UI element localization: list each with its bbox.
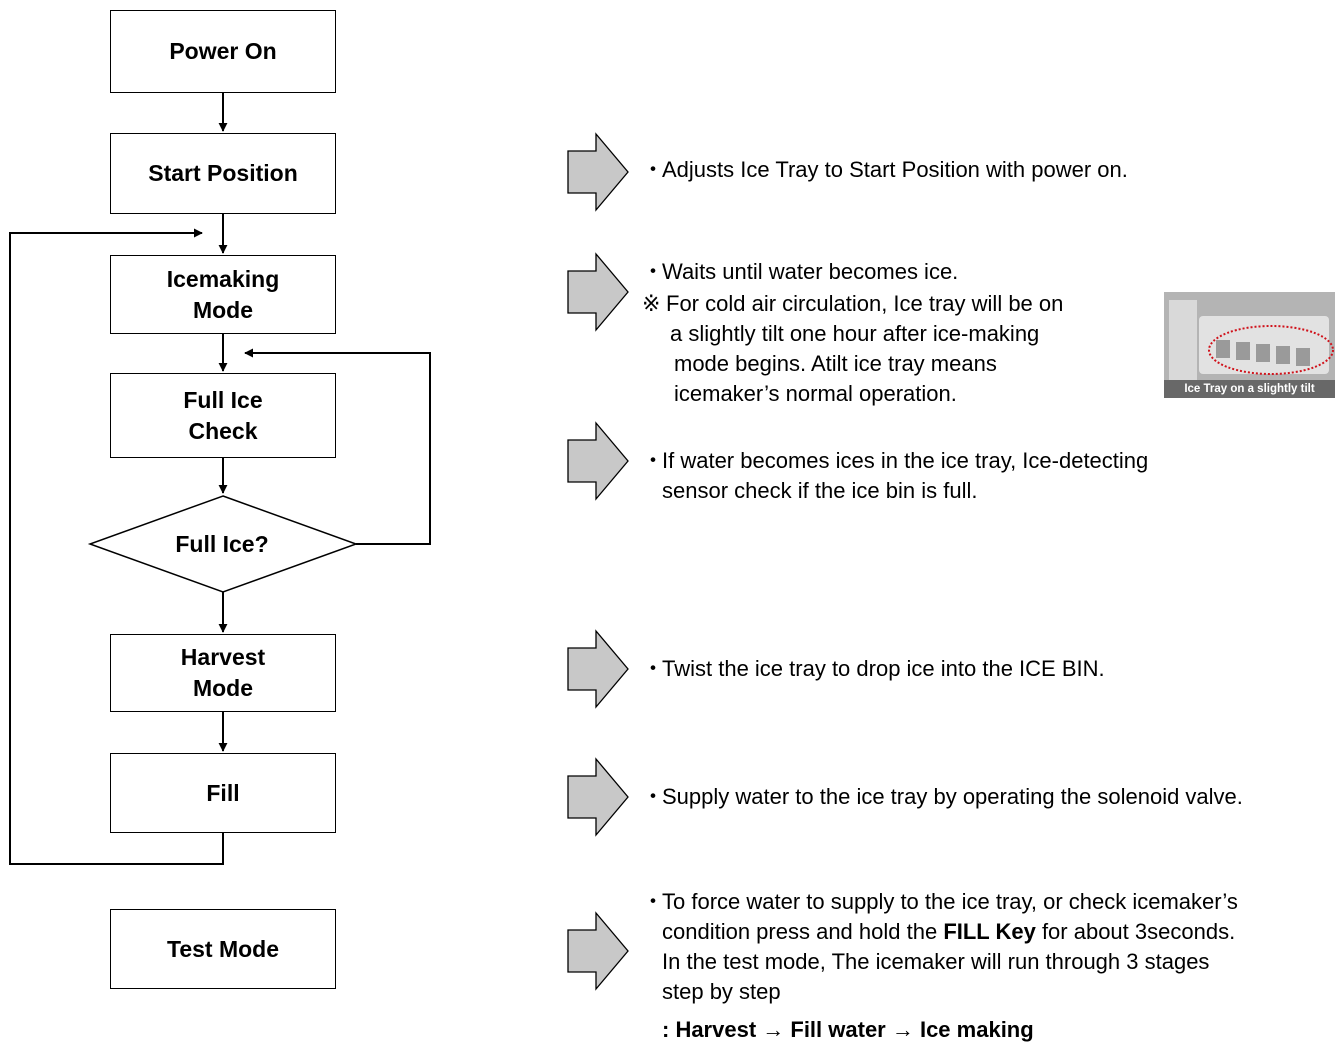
desc-full-ice: ・ If water becomes ices in the ice tray,…	[642, 446, 1148, 506]
fill-label: Fill	[206, 779, 240, 806]
harvest-mode-label-line1: Harvest	[180, 644, 266, 670]
ice-tray-photo-caption: Ice Tray on a slightly tilt	[1164, 380, 1335, 398]
full-ice-decision-label: Full Ice?	[175, 531, 269, 557]
start-position-box: Start Position	[110, 133, 336, 214]
note-line-2: a slightly tilt one hour after ice-makin…	[670, 321, 1040, 346]
callout-arrow-full-ice	[567, 421, 629, 501]
desc-harvest-text: Twist the ice tray to drop ice into the …	[662, 656, 1105, 681]
icemaking-mode-label-line1: Icemaking	[166, 265, 280, 292]
bullet: ・	[642, 656, 665, 681]
bullet: ・	[642, 784, 665, 809]
full-ice-check-box: Full Ice Check	[110, 373, 336, 458]
desc-harvest: ・ Twist the ice tray to drop ice into th…	[642, 654, 1105, 684]
bullet: ・	[642, 259, 665, 284]
note-line-3: mode begins. Atilt ice tray means	[674, 351, 997, 376]
full-ice-check-label-line2: Check	[188, 417, 258, 444]
note-mark: ※	[642, 291, 661, 316]
harvest-mode-box: Harvest Mode	[110, 634, 336, 712]
desc-test-line2: condition press and hold the FILL Key fo…	[662, 917, 1238, 947]
callout-arrow-icemaking	[567, 252, 629, 332]
icemaking-mode-label-line2: Mode	[192, 296, 254, 323]
ice-tray-photo: Ice Tray on a slightly tilt	[1164, 292, 1335, 398]
callout-arrow-harvest	[567, 629, 629, 709]
power-on-box: Power On	[110, 10, 336, 93]
desc-test-line3: In the test mode, The icemaker will run …	[662, 949, 1210, 974]
desc-test-line1: To force water to supply to the ice tray…	[662, 889, 1238, 914]
desc-test-line2-pre: condition press and hold the	[662, 919, 944, 944]
bullet: ・	[642, 448, 665, 473]
full-ice-check-label-line1: Full Ice	[183, 386, 263, 413]
icemaking-mode-box: Icemaking Mode	[110, 255, 336, 334]
test-mode-label: Test Mode	[166, 935, 280, 962]
start-position-label: Start Position	[148, 160, 298, 186]
desc-start-text: Adjusts Ice Tray to Start Position with …	[662, 157, 1128, 182]
arrow-full-ice-loop	[244, 348, 431, 545]
note-line-1: For cold air circulation, Ice tray will …	[666, 291, 1064, 316]
arrow-fill-loop	[9, 228, 224, 865]
bullet: ・	[642, 889, 665, 914]
desc-test-line2-post: for about 3seconds.	[1035, 919, 1236, 944]
harvest-mode-label-line2: Mode	[192, 675, 254, 701]
desc-test-line4: step by step	[662, 979, 781, 1004]
desc-fill-text: Supply water to the ice tray by operatin…	[662, 784, 1243, 809]
bullet: ・	[642, 157, 665, 182]
callout-arrow-start	[567, 132, 629, 212]
callout-arrow-test	[567, 911, 629, 991]
desc-test-sequence: : Harvest → Fill water → Ice making	[662, 1017, 1034, 1042]
note-line-4: icemaker’s normal operation.	[674, 381, 957, 406]
test-mode-box: Test Mode	[110, 909, 336, 989]
fill-key-label: FILL Key	[943, 919, 1036, 944]
desc-test: ・ To force water to supply to the ice tr…	[642, 887, 1238, 1045]
desc-full-ice-line1: If water becomes ices in the ice tray, I…	[662, 448, 1149, 473]
power-on-label: Power On	[169, 38, 277, 64]
desc-icemaking-line1: Waits until water becomes ice.	[662, 259, 959, 284]
fill-box: Fill	[110, 753, 336, 833]
desc-fill: ・ Supply water to the ice tray by operat…	[642, 782, 1243, 812]
callout-arrow-fill	[567, 757, 629, 837]
desc-icemaking: ・ Waits until water becomes ice. ※ For c…	[642, 257, 1063, 409]
full-ice-decision-diamond	[87, 495, 359, 593]
desc-full-ice-line2: sensor check if the ice bin is full.	[662, 478, 978, 503]
desc-start: ・ Adjusts Ice Tray to Start Position wit…	[642, 155, 1128, 185]
